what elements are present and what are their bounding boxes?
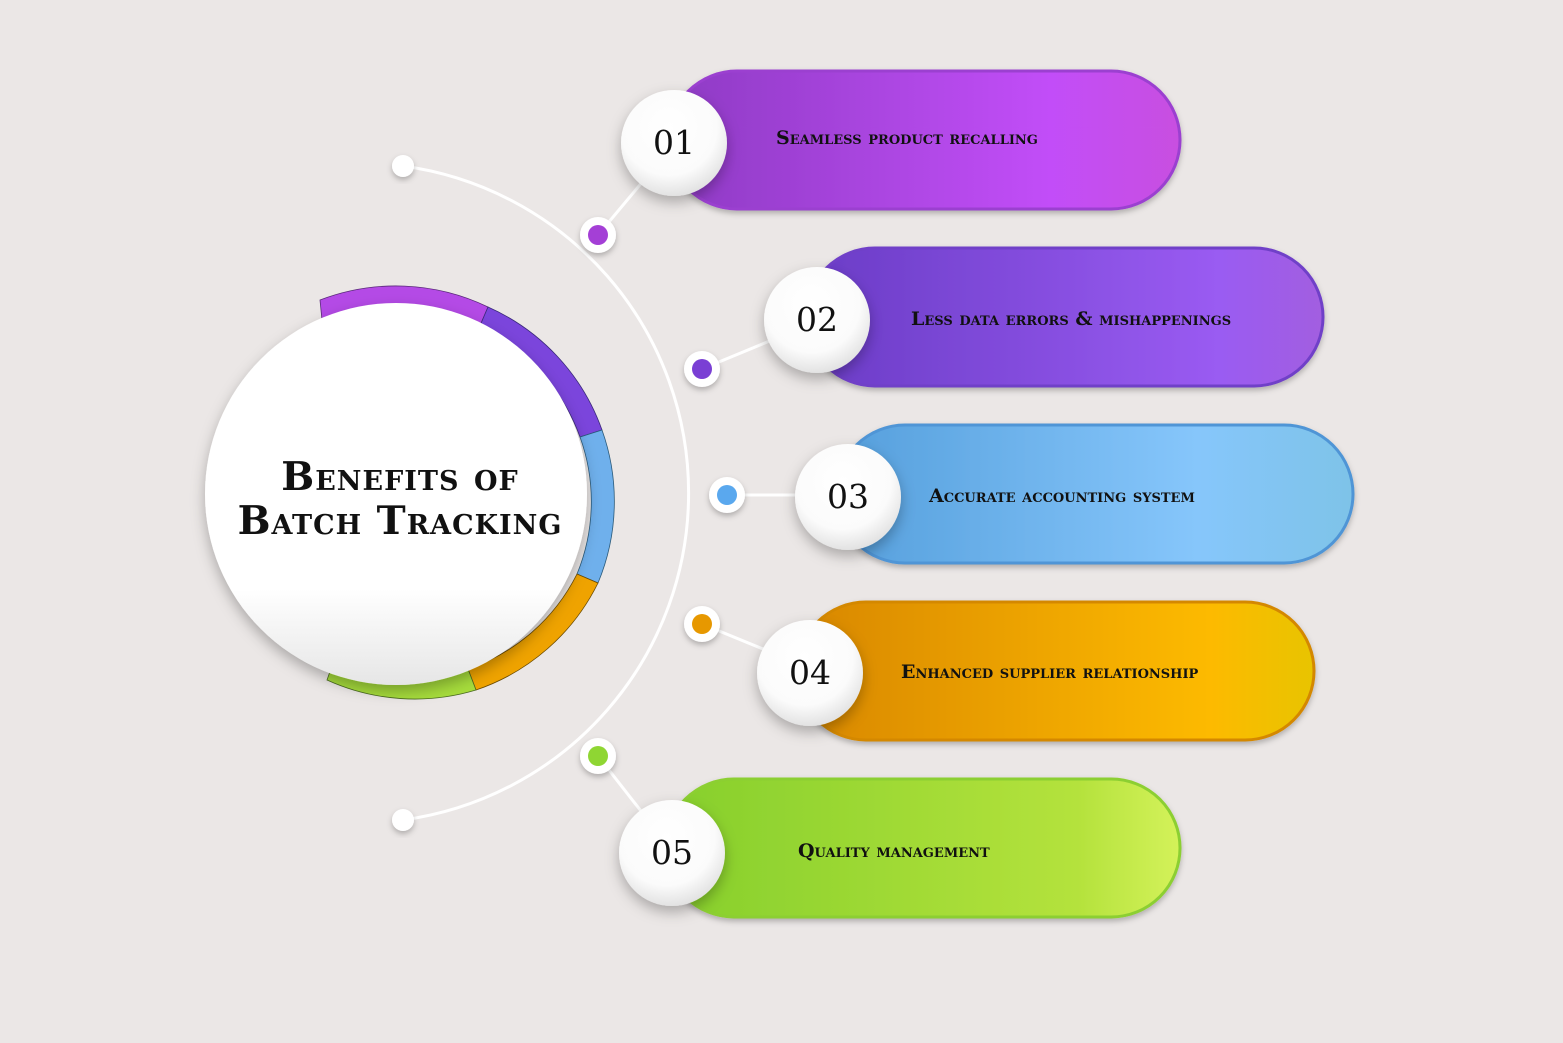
item-label-1: Seamless product recalling [776, 127, 1038, 149]
arc-node-dot [588, 746, 608, 766]
arc-end-dot [392, 809, 414, 831]
arc-node-dot [692, 359, 712, 379]
item-label-3: Accurate accounting system [929, 485, 1195, 507]
arc-start-dot [392, 155, 414, 177]
number-badge [757, 620, 863, 726]
item-number-2: 02 [796, 300, 838, 339]
item-number-1: 01 [653, 123, 695, 162]
item-label-4: Enhanced supplier relationship [901, 661, 1199, 683]
item-number-5: 05 [651, 833, 693, 872]
number-badge [621, 90, 727, 196]
item-number-3: 03 [827, 477, 869, 516]
number-badge [619, 800, 725, 906]
number-badge [795, 444, 901, 550]
arc-node-dot [692, 614, 712, 634]
benefit-item-2 [684, 246, 1325, 388]
arc-node-dot [588, 225, 608, 245]
item-label-5: Quality management [798, 840, 990, 862]
benefit-item-4 [684, 600, 1316, 742]
title-line-2: Batch Tracking [237, 498, 563, 544]
benefit-item-1 [580, 69, 1182, 253]
number-badge [764, 267, 870, 373]
item-label-2: Less data errors & mishappenings [911, 308, 1232, 330]
connector-arc [402, 164, 691, 822]
benefit-item-5 [580, 738, 1182, 919]
title-line-1: Benefits of [281, 454, 519, 500]
diagram-title: Benefits of Batch Tracking [205, 455, 595, 543]
item-number-4: 04 [789, 653, 831, 692]
title-circle [205, 303, 587, 685]
arc-node-dot [717, 485, 737, 505]
benefit-item-3 [709, 423, 1355, 565]
